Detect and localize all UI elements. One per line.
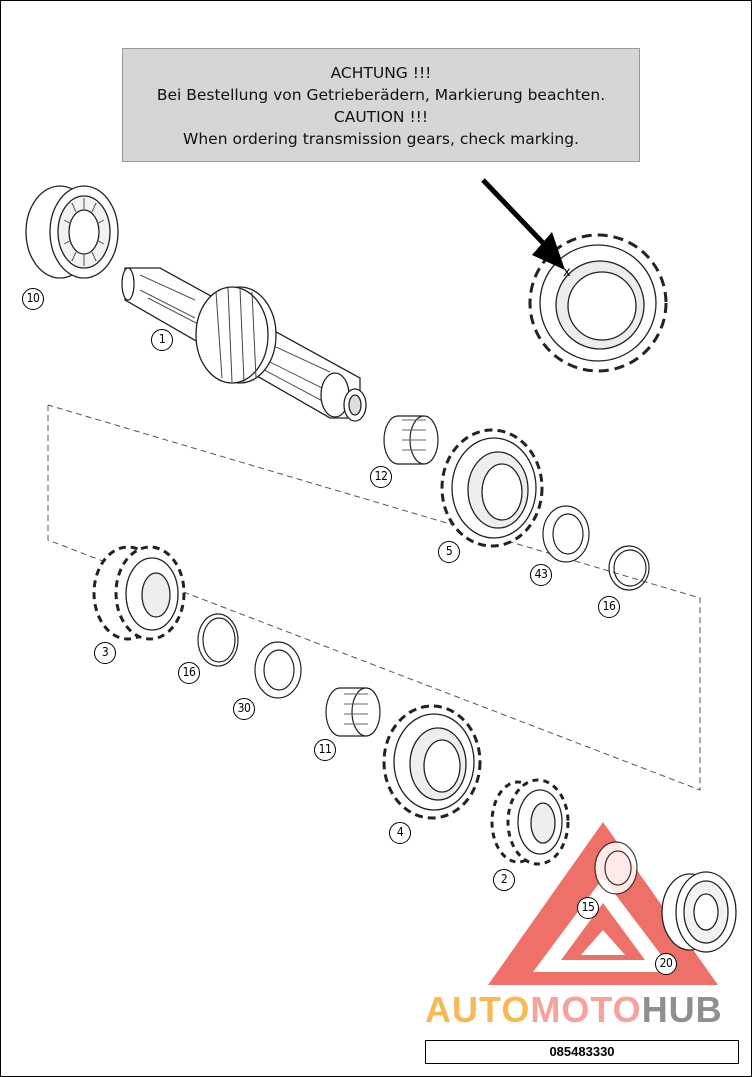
bearing-10: [25, 185, 119, 279]
marking-symbol: x: [563, 265, 571, 280]
callout-20: 20: [655, 953, 677, 975]
marking-arrow-head: [532, 232, 565, 270]
washer-15: [594, 841, 638, 895]
callout-10: 10: [22, 288, 44, 310]
needle-bearing-11: [325, 687, 381, 737]
watermark-auto: AUTO: [425, 989, 531, 1030]
marking-arrow: [481, 178, 547, 247]
gear-2: [490, 778, 570, 866]
gear-5: [440, 428, 544, 548]
watermark-moto: MOTO: [530, 989, 642, 1030]
gear-3: [92, 545, 186, 641]
callout-16-lower: 16: [178, 662, 200, 684]
callout-2: 2: [493, 869, 515, 891]
callout-16-upper: 16: [598, 596, 620, 618]
watermark-triangle: [488, 822, 718, 985]
caution-notice: ACHTUNG !!! Bei Bestellung von Getrieber…: [122, 48, 640, 162]
callout-3: 3: [94, 642, 116, 664]
notice-line-4: When ordering transmission gears, check …: [183, 130, 579, 148]
callout-12: 12: [370, 466, 392, 488]
circlip-16-lower: [197, 613, 239, 667]
gear-4: [382, 704, 482, 820]
part-number-box: 085483330: [425, 1040, 739, 1064]
notice-line-3: CAUTION !!!: [333, 108, 429, 126]
callout-15: 15: [577, 897, 599, 919]
needle-bearing-12: [383, 415, 439, 465]
notice-line-1: ACHTUNG !!!: [330, 64, 432, 82]
bearing-20: [661, 871, 737, 953]
watermark-hub: HUB: [641, 989, 723, 1030]
lock-washer-43: [542, 505, 590, 563]
notice-line-2: Bei Bestellung von Getrieberädern, Marki…: [156, 86, 606, 104]
callout-5: 5: [438, 541, 460, 563]
callout-11: 11: [314, 739, 336, 761]
callout-4: 4: [389, 822, 411, 844]
marked-gear: [528, 233, 668, 373]
main-shaft-1: [121, 267, 367, 422]
lock-washer-30: [254, 641, 302, 699]
circlip-16-upper: [608, 545, 650, 591]
watermark-text: AUTOMOTOHUB: [425, 992, 723, 1028]
callout-43: 43: [530, 564, 552, 586]
callout-30: 30: [233, 698, 255, 720]
callout-1: 1: [151, 329, 173, 351]
